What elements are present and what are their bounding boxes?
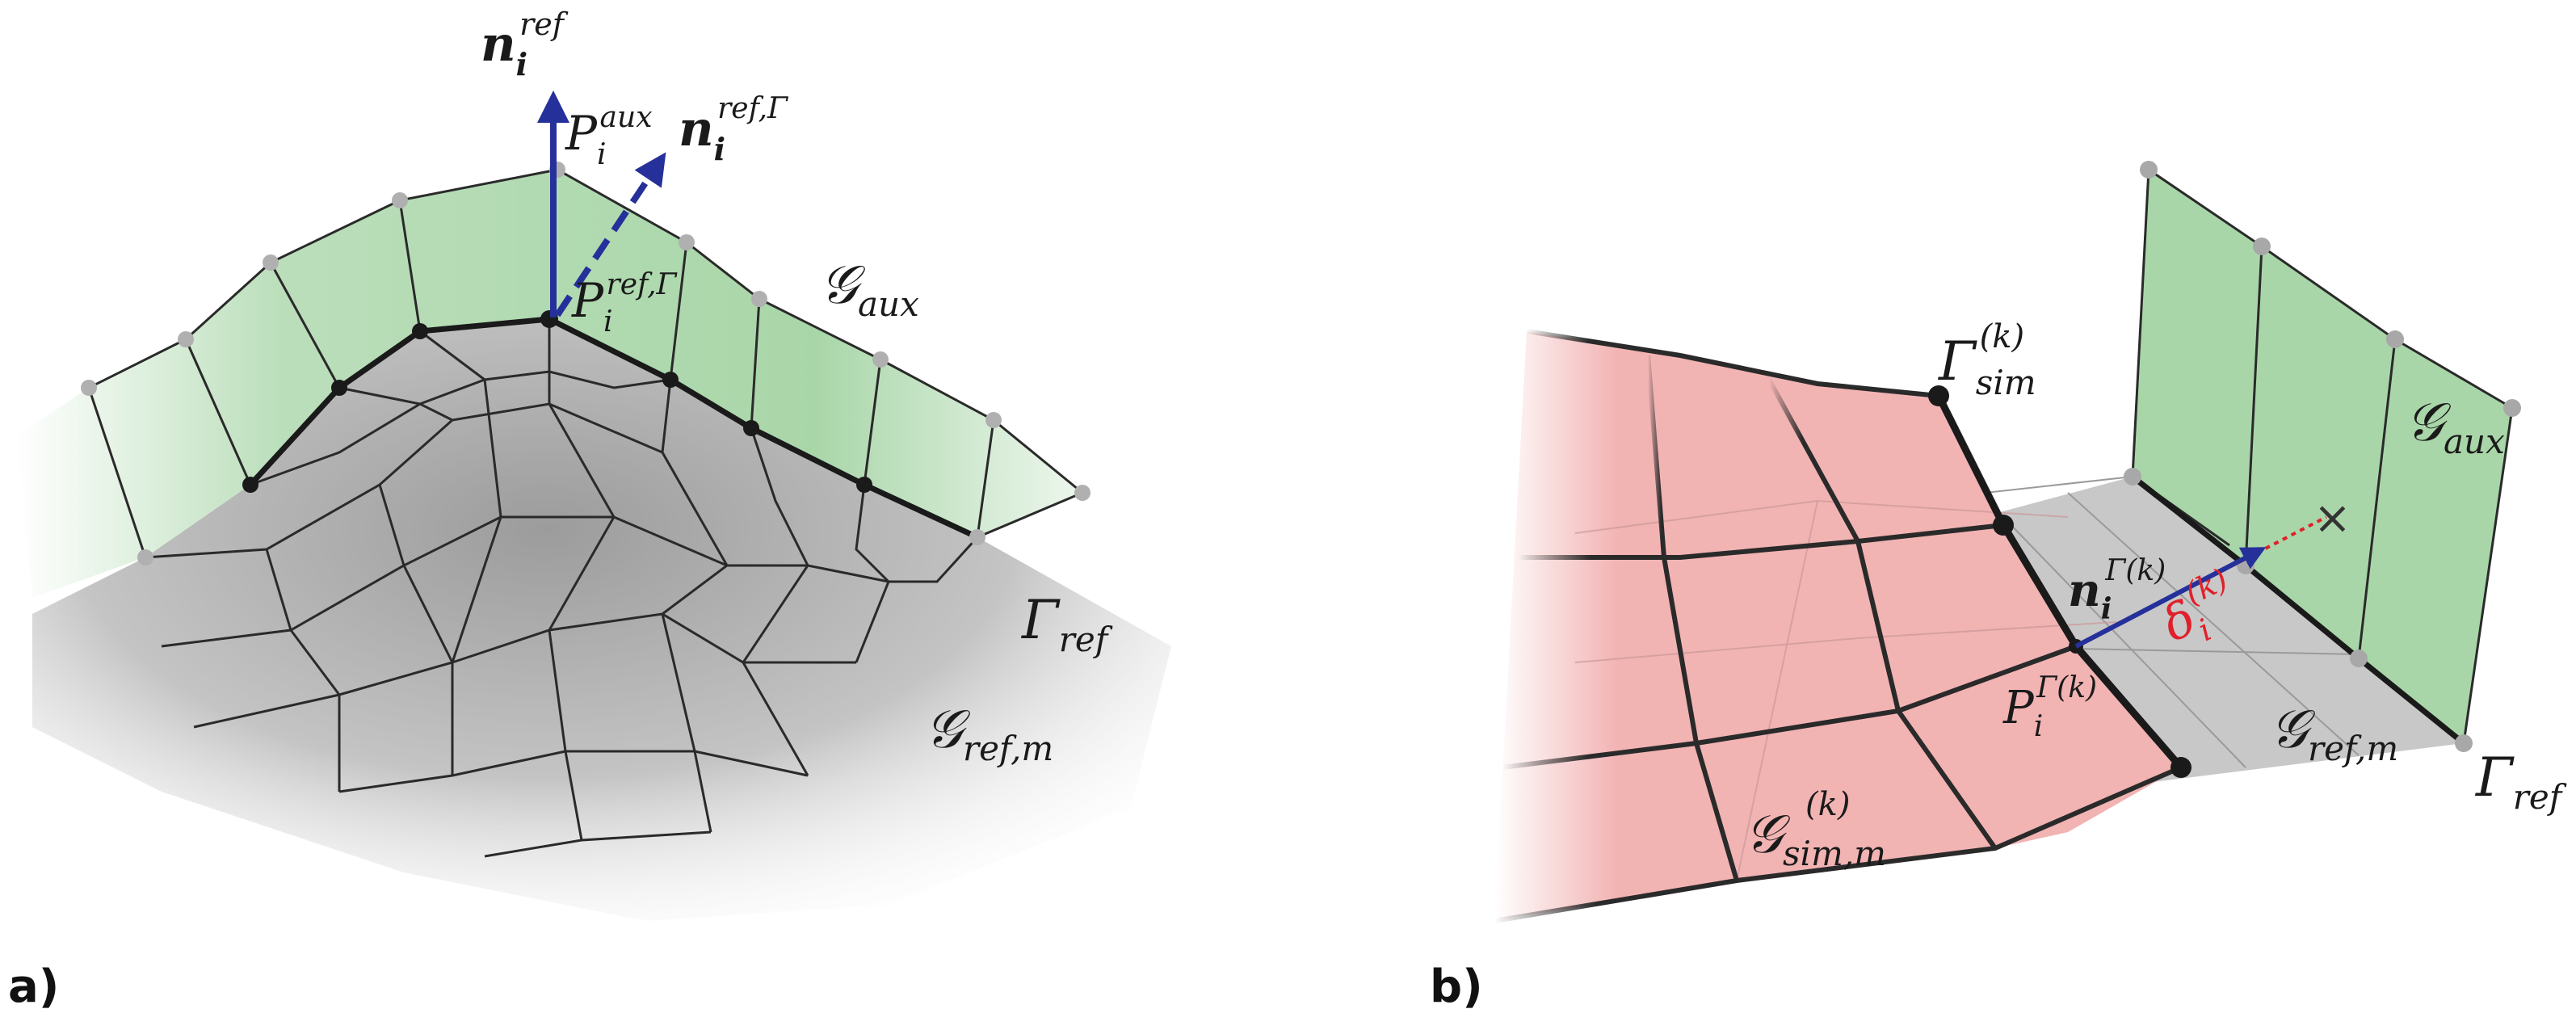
aux-nodes-a [81,162,1090,565]
sim-nodes-b [1928,385,2191,778]
label-gamma-ref-b: Γref [2474,746,2567,817]
sim-surface-b [1494,331,2181,921]
n-ref-gamma-arrow [554,152,666,317]
n-gamma-arrow [2074,547,2267,649]
panel-a: niref Piaux niref,Γ Piref,Γ 𝒢aux Γref 𝒢r… [8,6,1171,1013]
sim-mesh-b [1494,329,2183,923]
target-cross: × [2313,492,2351,544]
panel-tag-a: a) [8,961,59,1013]
label-g-aux-b: 𝒢aux [2406,391,2505,461]
label-g-aux-a: 𝒢aux [820,254,919,324]
label-n-ref-gamma: niref,Γ [679,92,789,167]
label-n-ref: niref [481,6,569,82]
panel-b: × Γsim(k) 𝒢aux niΓ(k) δi(k) PiΓ(k) 𝒢ref,… [1430,161,2567,1013]
label-g-ref-m-a: 𝒢ref,m [925,698,1053,768]
gamma-ref-a-curve [248,316,979,540]
gamma-ref-b-curve [2130,474,2466,746]
label-delta: δi(k) [2150,561,2250,661]
ref-mesh-a [145,319,979,858]
label-g-sim-m: 𝒢sim,m(k) [1745,786,1886,873]
label-n-gamma: niΓ(k) [2068,554,2166,626]
aux-surface-b [2133,170,2512,743]
label-gamma-ref-a: Γref [1020,589,1113,659]
label-p-aux: Piaux [565,101,653,171]
label-p-ref-gamma: Piref,Γ [571,268,679,338]
ref-surface-a [32,319,1171,921]
delta-dotted-line [2075,515,2327,648]
gamma-sim-curve [1935,393,2184,770]
aux-top-edge-a [88,168,1083,494]
label-p-gamma: PiΓ(k) [2002,671,2097,743]
label-g-ref-m-b: 𝒢ref,m [2270,698,2398,768]
aux-surface-a [16,170,1082,598]
aux-grid-a [87,200,1083,558]
panel-tag-b: b) [1430,961,1483,1013]
label-gamma-sim: Γsim(k) [1937,318,2036,402]
sim-faint-grid [1574,499,2117,881]
